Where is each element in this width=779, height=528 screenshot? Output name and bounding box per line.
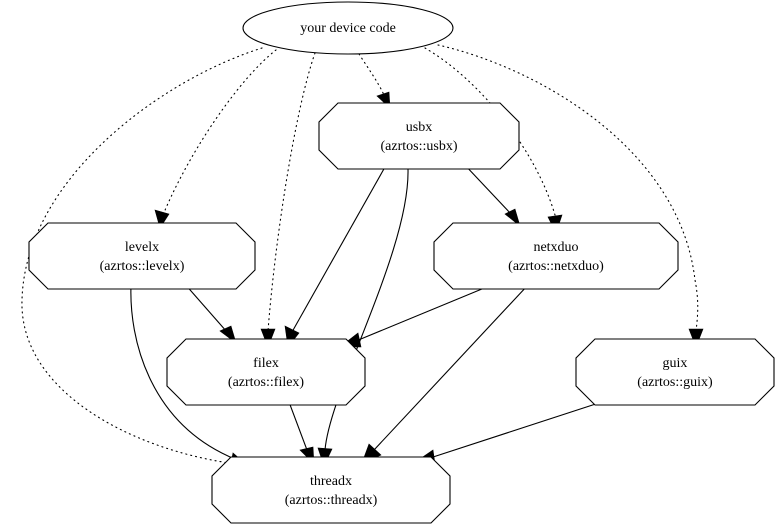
node-levelx-namespace: (azrtos::levelx) — [100, 259, 185, 274]
node-device[interactable]: your device code — [242, 1, 454, 55]
node-filex[interactable]: filex (azrtos::filex) — [166, 338, 366, 406]
edge-usbx-netxduo — [462, 162, 521, 227]
edge-netxduo-filex — [339, 283, 495, 348]
node-netxduo[interactable]: netxduo (azrtos::netxduo) — [433, 222, 679, 290]
node-usbx-name: usbx — [406, 120, 432, 135]
node-threadx-namespace: (azrtos::threadx) — [285, 493, 378, 508]
node-threadx-name: threadx — [310, 474, 352, 489]
node-device-label: your device code — [300, 21, 396, 36]
node-usbx-namespace: (azrtos::usbx) — [381, 139, 458, 154]
node-guix-name: guix — [663, 356, 688, 371]
node-netxduo-namespace: (azrtos::netxduo) — [508, 259, 604, 274]
node-usbx[interactable]: usbx (azrtos::usbx) — [318, 102, 520, 170]
edge-filex-threadx — [288, 401, 315, 465]
node-layer: your device code usbx (azrtos::usbx) lev… — [28, 1, 775, 524]
edge-device-levelx — [154, 49, 277, 229]
edge-guix-threadx — [413, 398, 612, 465]
node-levelx[interactable]: levelx (azrtos::levelx) — [28, 222, 256, 290]
edge-usbx-threadx — [317, 168, 409, 467]
edge-netxduo-threadx — [361, 284, 529, 464]
node-guix[interactable]: guix (azrtos::guix) — [575, 338, 775, 406]
node-threadx[interactable]: threadx (azrtos::threadx) — [211, 456, 451, 524]
node-levelx-name: levelx — [125, 240, 159, 255]
edge-usbx-filex — [284, 166, 386, 348]
edge-levelx-filex — [183, 282, 237, 344]
edge-device-usbx — [358, 53, 391, 109]
node-filex-name: filex — [253, 356, 279, 371]
edge-device-filex — [260, 52, 316, 348]
edge-device-guix — [437, 44, 704, 348]
node-guix-namespace: (azrtos::guix) — [637, 375, 713, 390]
node-netxduo-name: netxduo — [533, 240, 578, 255]
node-filex-namespace: (azrtos::filex) — [228, 375, 305, 390]
